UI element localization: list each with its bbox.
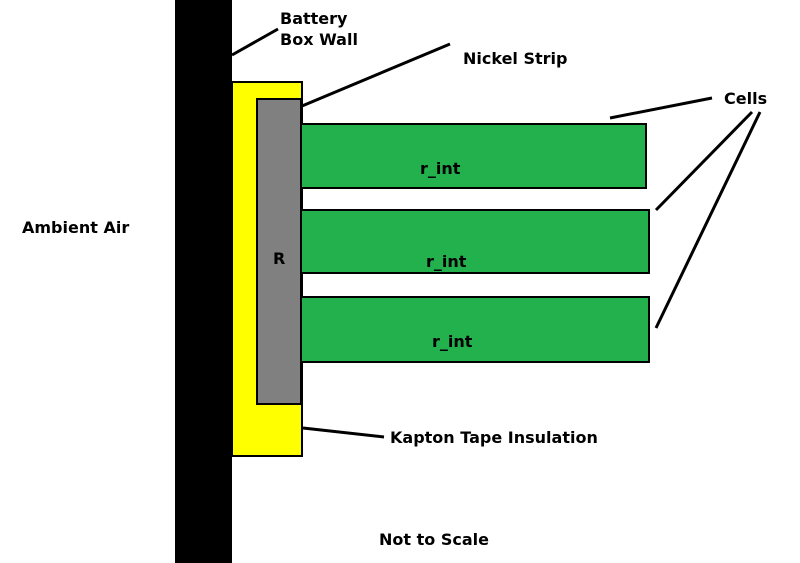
cell-1: [300, 123, 647, 189]
ambient-air-label: Ambient Air: [22, 218, 130, 237]
battery-label-line2: Box Wall: [280, 29, 358, 49]
kapton-label: Kapton Tape Insulation: [390, 428, 598, 447]
leader-nickel-strip: [301, 42, 451, 108]
leader-cells-3: [654, 111, 762, 329]
cells-label: Cells: [724, 89, 768, 108]
nickel-strip: [256, 98, 302, 405]
resistor-label: R: [273, 249, 286, 268]
battery-box-wall-label: Battery Box Wall: [280, 9, 358, 51]
battery-box-wall: [175, 0, 232, 563]
cell-1-label: r_int: [420, 159, 461, 178]
leader-cells-1: [609, 96, 713, 120]
cell-2: [300, 209, 650, 274]
cell-3: [300, 296, 650, 363]
leader-battery-wall: [231, 27, 279, 57]
leader-cells-2: [654, 110, 754, 212]
nickel-strip-label: Nickel Strip: [463, 49, 568, 68]
battery-label-line1: Battery: [280, 9, 348, 28]
cell-3-label: r_int: [432, 332, 473, 351]
not-to-scale-note: Not to Scale: [379, 530, 489, 549]
cell-2-label: r_int: [426, 252, 467, 271]
leader-kapton: [302, 426, 385, 439]
